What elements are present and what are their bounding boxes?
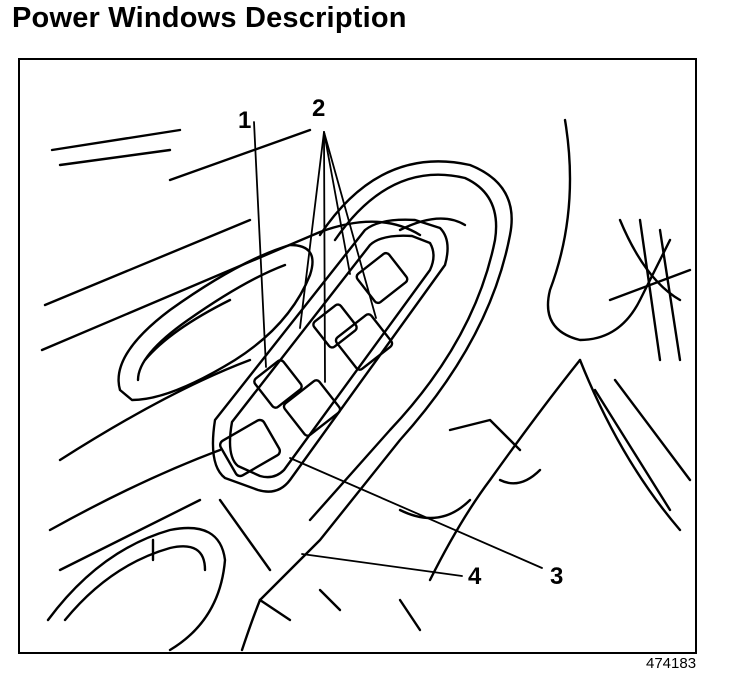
power-window-switch-illustration: 1 2 3 4 [40, 95, 692, 652]
callout-3: 3 [550, 563, 563, 590]
page-title: Power Windows Description [12, 2, 407, 34]
figure-id: 474183 [646, 655, 697, 672]
armrest-housing [240, 160, 513, 652]
seat-area [218, 118, 692, 632]
leader-lines [253, 121, 543, 577]
callout-1: 1 [238, 107, 251, 134]
door-pull-handle [117, 243, 314, 402]
window-lock-button [253, 359, 303, 409]
callout-4: 4 [468, 563, 482, 590]
illustration-frame: 1 2 3 4 [18, 58, 697, 654]
rear-window-switch [218, 418, 282, 478]
callout-2: 2 [312, 95, 325, 122]
door-pocket [46, 526, 227, 652]
door-panel [40, 128, 422, 572]
switch-bezel [211, 218, 449, 493]
front-window-switches [282, 251, 409, 437]
